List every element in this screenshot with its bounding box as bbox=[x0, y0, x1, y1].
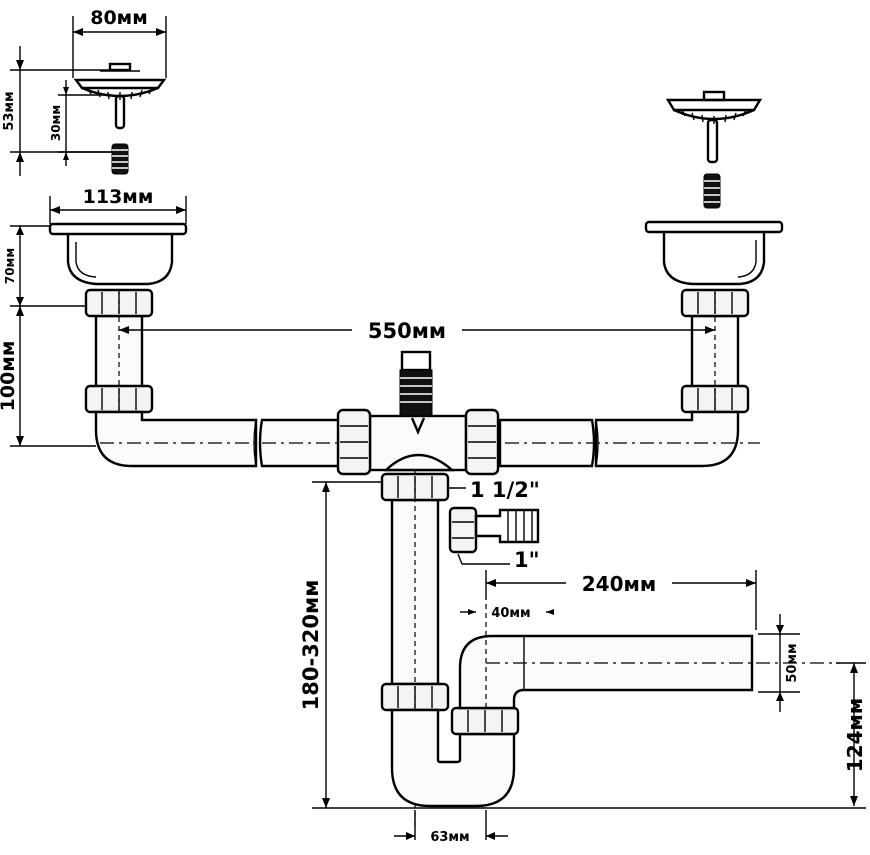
vertical-siphon-body bbox=[380, 470, 450, 830]
dim-basin-spacing: 550мм bbox=[368, 319, 446, 343]
dim-tailpiece-height: 100мм bbox=[0, 341, 19, 412]
dim-stem-length: 30мм bbox=[49, 105, 63, 141]
dim-small-strainer-width: 80мм bbox=[90, 7, 148, 29]
left-strainer-plug bbox=[73, 62, 167, 175]
u-trap-and-outlet bbox=[390, 604, 840, 808]
horizontal-connecting-pipes bbox=[100, 418, 760, 468]
left-tailpiece bbox=[84, 288, 258, 468]
dim-outlet-length: 240мм bbox=[582, 572, 656, 596]
dim-main-thread: 1 1/2" bbox=[470, 478, 540, 502]
central-tee-fitting bbox=[336, 350, 500, 476]
dim-siphon-height: 180-320мм bbox=[299, 580, 323, 711]
dimension-lines bbox=[10, 16, 866, 840]
right-sink-basket bbox=[644, 220, 784, 286]
dim-outlet-height: 124мм bbox=[843, 698, 867, 772]
dim-outlet-offset: 40мм bbox=[491, 606, 530, 621]
dim-siphon-width: 63мм bbox=[430, 830, 469, 845]
right-tailpiece bbox=[594, 288, 750, 468]
right-strainer-plug bbox=[665, 90, 763, 209]
dim-strainer-height: 53мм bbox=[2, 91, 17, 130]
dim-side-inlet: 1" bbox=[514, 548, 540, 572]
left-sink-basket bbox=[48, 222, 188, 286]
dim-basket-width: 113мм bbox=[83, 186, 154, 208]
dim-basket-depth: 70мм bbox=[3, 248, 17, 284]
side-inlet-nipple bbox=[448, 506, 540, 554]
dim-outlet-diameter: 50мм bbox=[785, 643, 800, 682]
